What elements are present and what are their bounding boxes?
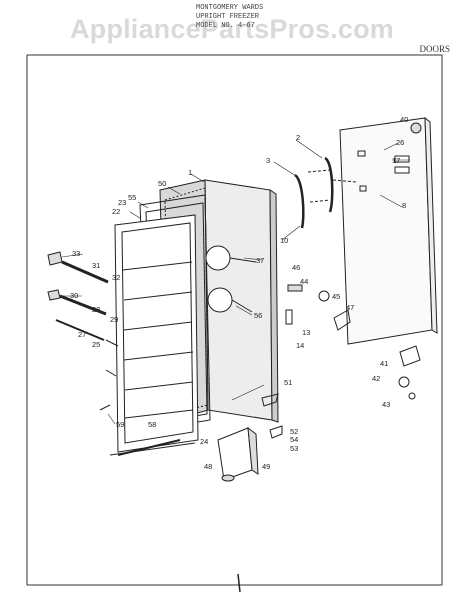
section-label: DOORS: [419, 44, 450, 54]
header-model: MODEL NO. 4-67: [196, 22, 255, 30]
part-label-50: 50: [158, 179, 166, 188]
part-label-3: 3: [266, 156, 270, 165]
part-label-25: 25: [92, 340, 100, 349]
diagram-header: MONTGOMERY WARDS UPRIGHT FREEZER MODEL N…: [196, 4, 263, 31]
pen-mark: [237, 573, 241, 593]
part-label-37: 37: [256, 256, 264, 265]
leader-lines: [61, 139, 410, 425]
part-label-8: 8: [402, 201, 406, 210]
part-label-46: 46: [292, 263, 300, 272]
hinge-detail: [205, 245, 257, 313]
part-label-54: 54: [290, 435, 298, 444]
part-label-44: 44: [300, 277, 308, 286]
part-label-52: 52: [290, 427, 298, 436]
part-label-55: 55: [128, 193, 136, 202]
watermark: AppliancePartsPros.com: [69, 14, 394, 44]
hardware-parts: [261, 122, 422, 439]
door-handle: [294, 156, 357, 229]
diagram-frame: [26, 54, 443, 586]
part-label-23: 23: [118, 198, 126, 207]
part-label-31: 31: [92, 261, 100, 270]
part-label-47: 47: [346, 303, 354, 312]
left-bars: [47, 251, 119, 377]
header-brand: MONTGOMERY WARDS: [196, 4, 264, 12]
part-label-28: 28: [92, 305, 100, 314]
part-label-40: 40: [400, 115, 408, 124]
part-label-41: 41: [380, 359, 388, 368]
part-label-14: 14: [296, 341, 304, 350]
part-label-29: 29: [110, 315, 118, 324]
part-label-33: 33: [72, 249, 80, 258]
part-label-32: 32: [112, 273, 120, 282]
part-label-58: 58: [148, 420, 156, 429]
door-shelf-assembly: [109, 214, 199, 456]
part-labels: 1 2 3 8 10 13 14 17 22 23 24 25 26 27 28…: [70, 115, 408, 471]
part-label-27: 27: [78, 330, 86, 339]
part-label-24: 24: [200, 437, 208, 446]
part-label-2: 2: [296, 133, 300, 142]
part-label-48: 48: [204, 462, 212, 471]
part-label-49: 49: [262, 462, 270, 471]
part-label-45: 45: [332, 292, 340, 301]
part-label-22: 22: [112, 207, 120, 216]
part-label-56: 56: [254, 311, 262, 320]
header-product: UPRIGHT FREEZER: [196, 13, 260, 21]
bottom-parts: [99, 404, 259, 482]
part-label-59: 59: [116, 420, 124, 429]
part-label-42: 42: [372, 374, 380, 383]
part-label-53: 53: [290, 444, 298, 453]
part-label-43: 43: [382, 400, 390, 409]
part-label-26: 26: [396, 138, 404, 147]
part-label-51: 51: [284, 378, 292, 387]
part-label-13: 13: [302, 328, 310, 337]
part-label-30: 30: [70, 291, 78, 300]
outer-door-panel: [339, 116, 438, 345]
part-label-1: 1: [188, 168, 192, 177]
part-label-17: 17: [392, 156, 400, 165]
part-label-10: 10: [280, 236, 288, 245]
